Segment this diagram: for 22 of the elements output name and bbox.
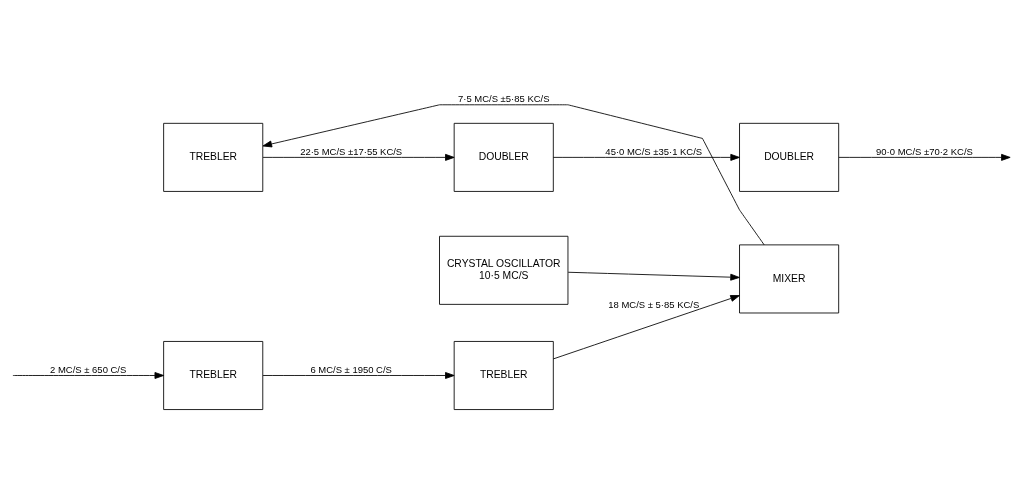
- arrow: [552, 153, 740, 161]
- arrow: [262, 103, 765, 245]
- edge-label: 90·0 MC/S ±70·2 KC/S: [876, 145, 973, 157]
- arrow: [262, 153, 455, 161]
- edge-label: 2 MC/S ± 650 C/S: [50, 363, 127, 375]
- node-box: DOUBLER: [739, 122, 840, 192]
- node-box: TREBLER: [163, 340, 264, 410]
- arrow: [838, 153, 1011, 161]
- node-box: DOUBLER: [453, 122, 554, 192]
- edge-label: 45·0 MC/S ±35·1 KC/S: [605, 145, 703, 157]
- node-box: TREBLER: [163, 122, 264, 192]
- node-box: MIXER: [739, 243, 840, 313]
- arrow: [552, 294, 740, 359]
- edge-label: 18 MC/S ± 5·85 KC/S: [608, 298, 700, 310]
- arrow: [262, 371, 455, 379]
- edge-label: 22·5 MC/S ±17·55 KC/S: [300, 145, 403, 157]
- arrow: [567, 271, 740, 281]
- edge-label: 7·5 MC/S ±5·85 KC/S: [457, 92, 550, 104]
- arrow: [12, 371, 164, 379]
- node-box: TREBLER: [453, 340, 554, 410]
- edge-label: 6 MC/S ± 1950 C/S: [310, 363, 392, 375]
- node-box: CRYSTAL OSCILLATOR 10·5 MC/S: [439, 235, 569, 305]
